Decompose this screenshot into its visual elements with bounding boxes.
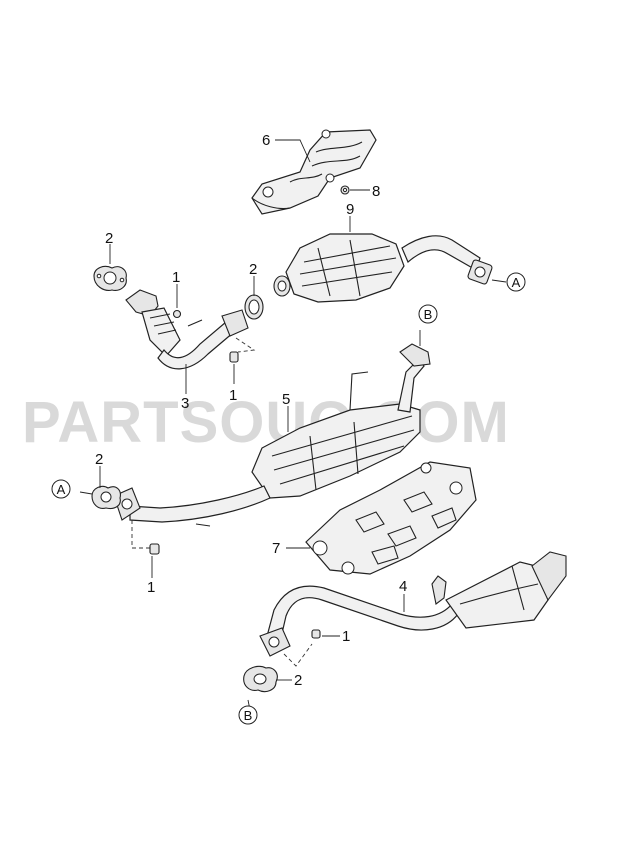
svg-text:B: B bbox=[424, 307, 433, 322]
leader-lines bbox=[79, 139, 507, 711]
connector-ref-b-top[interactable]: B bbox=[418, 304, 438, 324]
callout-2: 2 bbox=[95, 451, 103, 468]
gasket-2-top-left[interactable] bbox=[93, 265, 127, 291]
nut-1-rear-pipe[interactable] bbox=[311, 629, 321, 639]
callout-7: 7 bbox=[272, 540, 280, 557]
callout-8: 8 bbox=[372, 183, 380, 200]
callout-1: 1 bbox=[229, 387, 237, 404]
gasket-2-rear-pipe[interactable] bbox=[243, 665, 278, 693]
connector-ref-a-left[interactable]: A bbox=[51, 479, 71, 499]
connector-ref-b-bottom[interactable]: B bbox=[238, 705, 258, 725]
center-muffler[interactable] bbox=[113, 343, 431, 527]
callout-5: 5 bbox=[282, 391, 290, 408]
callout-1: 1 bbox=[147, 579, 155, 596]
callout-1: 1 bbox=[172, 269, 180, 286]
rear-muffler[interactable] bbox=[259, 551, 567, 657]
catalytic-converter[interactable] bbox=[273, 233, 493, 303]
heat-shield-lower[interactable] bbox=[305, 461, 477, 575]
nut-8[interactable] bbox=[340, 185, 350, 195]
svg-text:A: A bbox=[57, 482, 66, 497]
callout-1: 1 bbox=[342, 628, 350, 645]
assembly-line-center bbox=[131, 520, 152, 549]
nut-1-front-pipe-top[interactable] bbox=[172, 309, 182, 319]
heat-shield-upper[interactable] bbox=[251, 129, 377, 215]
gasket-2-converter[interactable] bbox=[244, 294, 264, 320]
nut-1-center-pipe[interactable] bbox=[149, 543, 160, 555]
nut-1-front-pipe-bottom[interactable] bbox=[229, 351, 239, 363]
gasket-2-center-pipe[interactable] bbox=[91, 485, 121, 510]
watermark: PARTSOUQ.COM bbox=[22, 390, 510, 455]
callout-3: 3 bbox=[181, 395, 189, 412]
assembly-line-front bbox=[235, 337, 256, 353]
callout-2: 2 bbox=[294, 672, 302, 689]
svg-text:B: B bbox=[244, 708, 253, 723]
assembly-line-rear bbox=[283, 643, 313, 667]
callout-4: 4 bbox=[399, 578, 407, 595]
callout-2: 2 bbox=[105, 230, 113, 247]
front-pipe[interactable] bbox=[125, 289, 249, 370]
callout-9: 9 bbox=[346, 201, 354, 218]
callout-2: 2 bbox=[249, 261, 257, 278]
callout-6: 6 bbox=[262, 132, 270, 149]
svg-text:A: A bbox=[512, 275, 521, 290]
connector-ref-a-right[interactable]: A bbox=[506, 272, 526, 292]
